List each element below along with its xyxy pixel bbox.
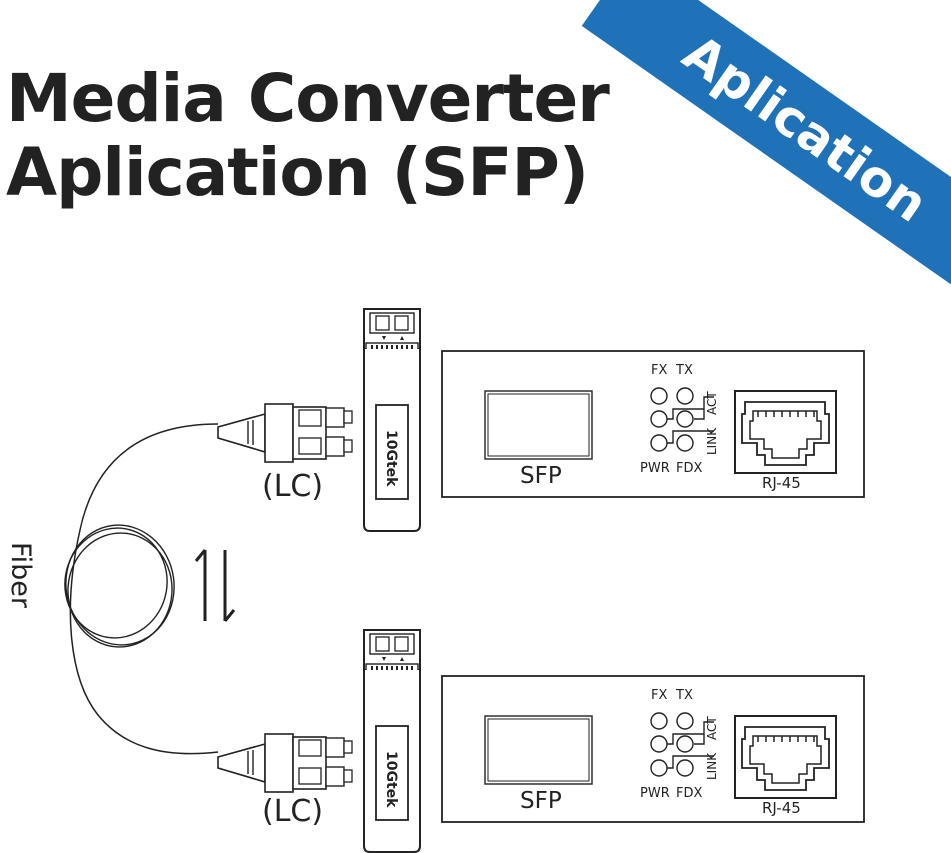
led-pwr-label-top: PWR	[640, 461, 670, 476]
led-act-label-bottom: ACT	[705, 716, 719, 740]
led-fdx-label-bottom: FDX	[676, 786, 702, 801]
led-fx-label-bottom: FX	[651, 688, 667, 703]
page-title: Media Converter Aplication (SFP)	[6, 60, 610, 211]
led-link-label-bottom: LINK	[705, 752, 719, 780]
led-fx-label-top: FX	[651, 363, 667, 378]
sfp-module-bottom	[363, 629, 421, 853]
lc-label-bottom: (LC)	[262, 794, 323, 829]
lc-connector-bottom	[217, 733, 353, 793]
title-line-1: Media Converter	[6, 60, 610, 137]
rj45-label-top: RJ-45	[762, 474, 801, 492]
led-pwr-label-bottom: PWR	[640, 786, 670, 801]
led-fdx-label-top: FDX	[676, 461, 702, 476]
sfp-slot-label-top: SFP	[520, 463, 562, 489]
title-line-2: Aplication (SFP)	[6, 134, 589, 211]
rj45-label-bottom: RJ-45	[762, 799, 801, 817]
led-tx-label-top: TX	[675, 363, 693, 378]
sfp-slot-label-bottom: SFP	[520, 788, 562, 814]
led-act-label-top: ACT	[705, 391, 719, 415]
led-link-label-top: LINK	[705, 427, 719, 455]
bidirectional-arrow-icon	[194, 549, 236, 622]
lc-label-top: (LC)	[262, 469, 323, 504]
fiber-cable	[69, 423, 219, 755]
sfp-module-top	[363, 308, 421, 532]
fiber-label: Fiber	[5, 542, 36, 609]
led-tx-label-bottom: TX	[675, 688, 693, 703]
lc-connector-top	[217, 403, 353, 463]
fiber-coil	[64, 524, 175, 648]
module-brand-top: 10Gtek	[383, 430, 399, 487]
module-brand-bottom: 10Gtek	[383, 751, 399, 808]
